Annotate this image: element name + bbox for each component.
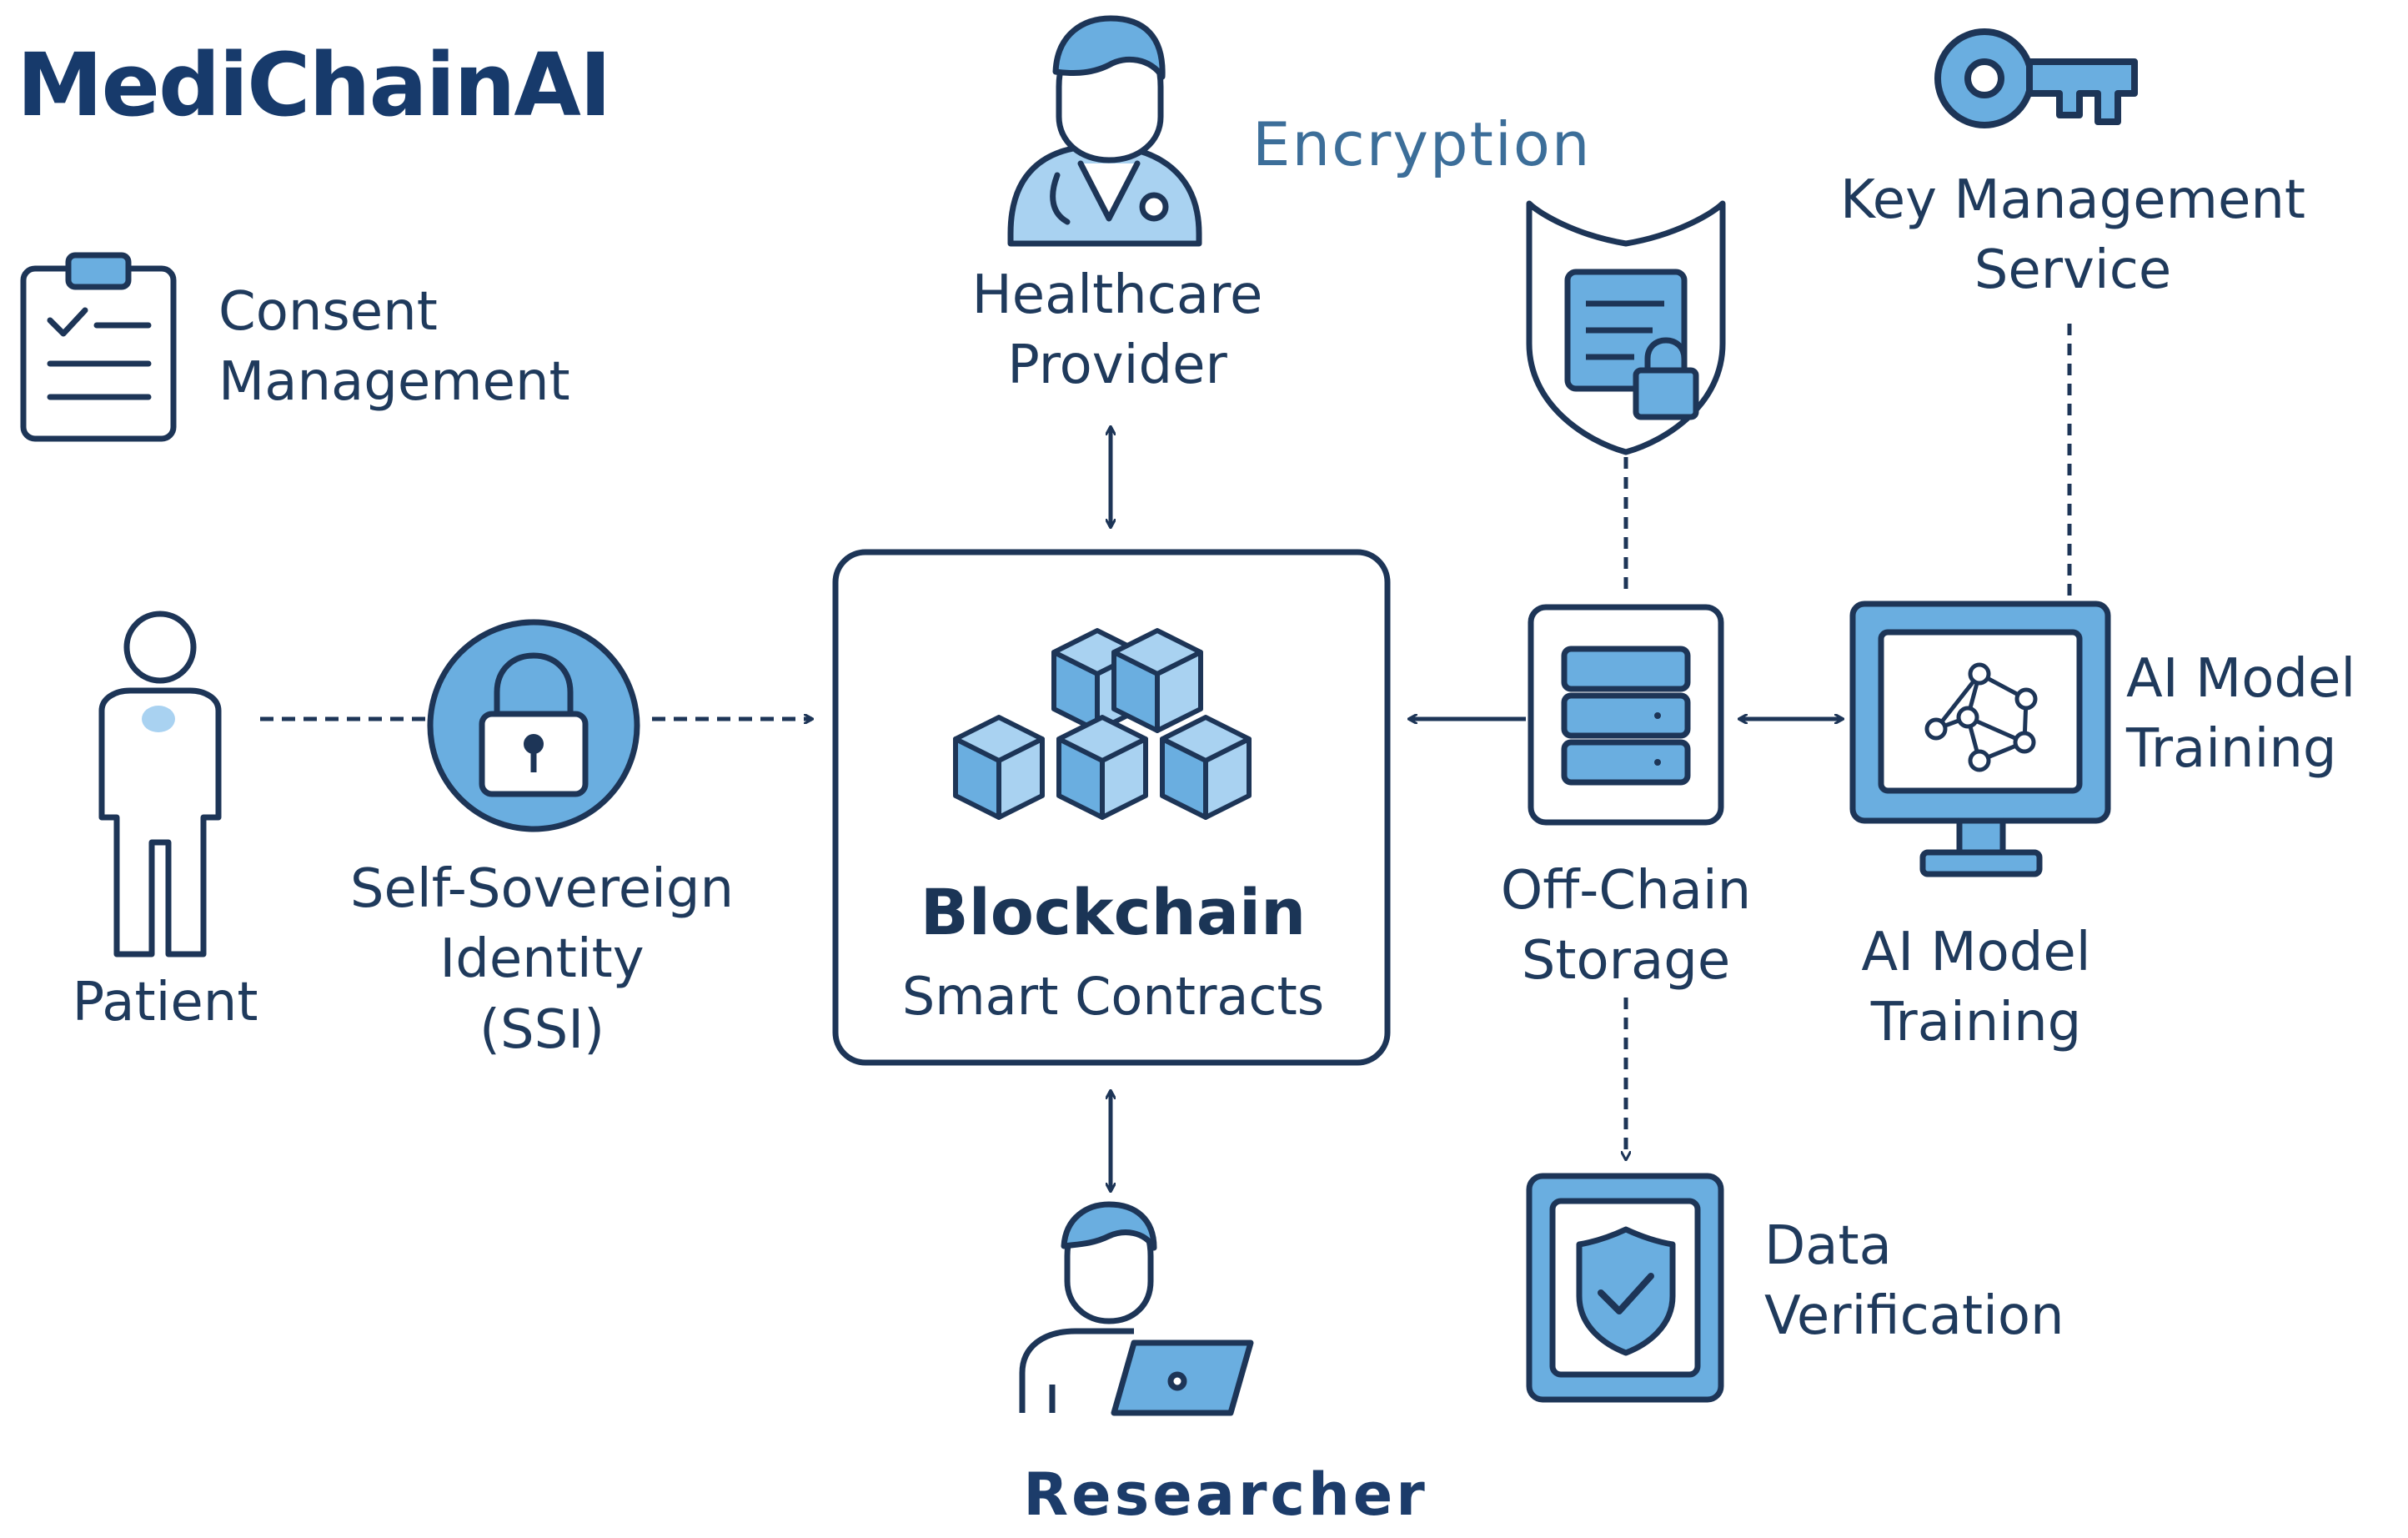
person-icon — [98, 611, 222, 957]
doctor-icon — [1007, 15, 1202, 247]
diagram-title: MediChainAI — [17, 34, 612, 136]
ai-model-training-label: AI Model Training — [1861, 922, 2091, 1054]
monitor-network-icon — [1849, 601, 2111, 877]
shield-check-icon — [1526, 1173, 1724, 1403]
ai-model-training-side-label: AI Model Training — [2126, 648, 2356, 781]
ssi-label: Self-Sovereign Identity (SSI) — [349, 858, 735, 1061]
cubes-icon — [953, 628, 1252, 820]
healthcare-provider-label: Healthcare Provider — [971, 264, 1263, 397]
key-management-label: Key Management Service — [1840, 169, 2305, 302]
database-icon — [1528, 604, 1724, 826]
patient-label: Patient — [72, 972, 258, 1033]
data-verification-label: Data Verification — [1764, 1215, 2064, 1348]
consent-management-label: Consent Management — [218, 281, 570, 414]
blockchain-title: Blockchain — [920, 875, 1307, 949]
clipboard-icon — [20, 252, 177, 442]
off-chain-storage-label: Off-Chain Storage — [1500, 860, 1752, 993]
key-icon — [1934, 28, 2138, 128]
blockchain-subtitle: Smart Contracts — [901, 966, 1325, 1027]
researcher-laptop-icon — [1019, 1201, 1254, 1416]
padlock-icon — [427, 619, 640, 832]
encryption-label: Encryption — [1252, 109, 1592, 179]
researcher-label: Researcher — [1023, 1460, 1428, 1529]
shield-document-lock-icon — [1526, 200, 1726, 455]
